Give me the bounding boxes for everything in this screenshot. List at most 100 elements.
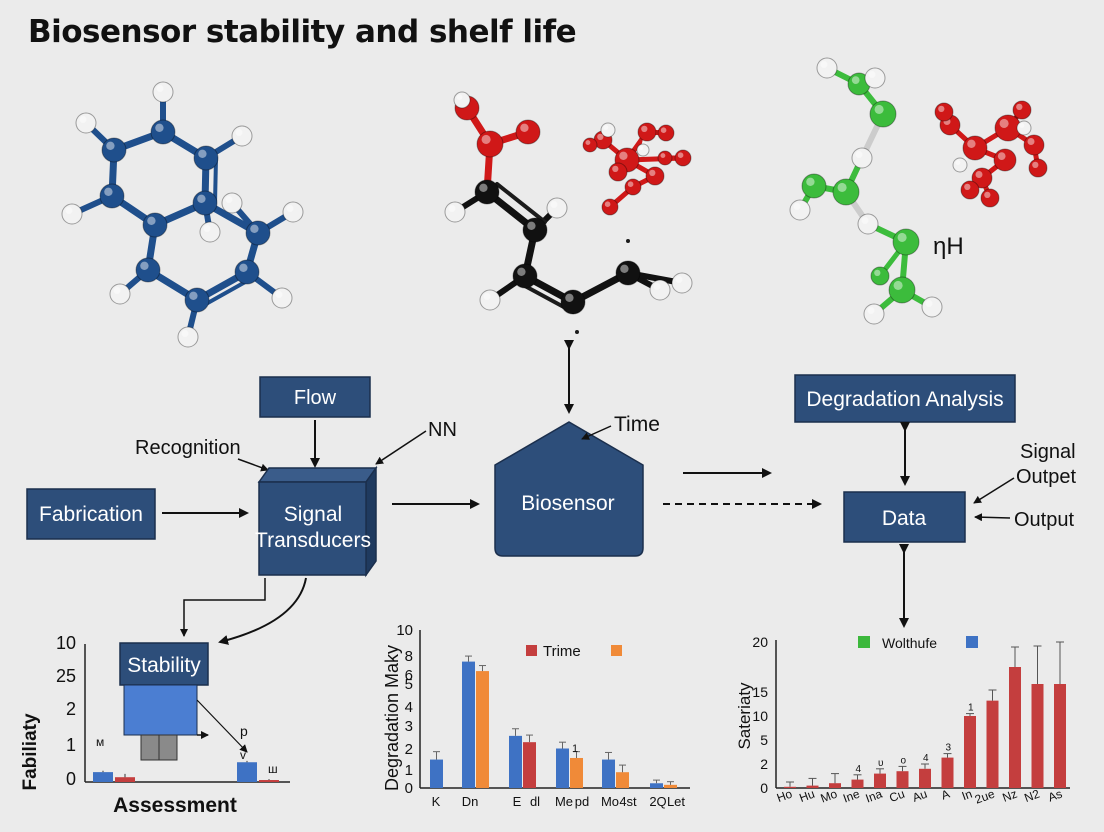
blue-molecule-atom-highlight [155,123,164,132]
biosensor-box-label: Biosensor [521,492,614,515]
green-molecule-atom [789,199,811,221]
chart2-x-tick-label-second: pd [575,794,589,809]
blue-molecule-atom-highlight [189,291,198,300]
chart2-y-tick-label: 1 [405,762,413,779]
chart2-y-axis-label: Degradation Maky [382,645,402,791]
red-cluster-right-molecule-atom [993,148,1017,172]
red-cluster-right-molecule-atom-highlight [967,139,976,148]
chart3-x-tick-label: Ina [864,787,885,806]
red-cluster-molecule-atom-highlight [649,169,656,177]
green-molecule-atom [888,276,916,304]
green-molecule-atom [892,228,920,256]
blue-molecule-atom [234,259,260,285]
green-molecule-atom-highlight [820,61,828,68]
center-molecule-atom-highlight [520,123,529,132]
page-title: Biosensor stability and shelf life [28,14,577,50]
chart3-bar [1009,667,1021,788]
red-cluster-molecule-atom [645,166,665,186]
chart3-bar [806,785,819,788]
red-cluster-molecule-atom-highlight [585,140,591,145]
flow-box[interactable]: Flow [259,376,371,418]
center-molecule-atom-highlight [550,201,558,208]
red-cluster-right-molecule-atom-highlight [997,152,1006,160]
blue-molecule-atom-highlight [113,287,121,294]
chart2-x-tick-label: K [432,794,441,809]
red-cluster-molecule-atom-highlight [660,127,667,133]
chart1-bar [115,777,135,782]
chart3-bar [874,773,886,788]
stability-leg-left [140,734,160,761]
red-cluster-molecule-atom [637,122,657,142]
chart2-bar-annotation: 1 [572,743,578,755]
biosensor-box[interactable]: Biosensor [494,421,644,557]
green-molecule-atom-highlight [793,203,801,210]
center-molecule-atom [649,279,671,301]
degradation-analysis-box[interactable]: Degradation Analysis [794,374,1016,423]
blue-molecule-atom [199,221,221,243]
chart1-y-tick-label: 2 [66,699,76,719]
center-molecule-atom-highlight [565,293,574,302]
chart3-x-tick-label: In [960,787,974,804]
chart1-y-tick-label: 25 [56,666,76,686]
nn-arrow [375,430,427,465]
green-molecule-atom [864,67,886,89]
fabrication-box[interactable]: Fabrication [26,488,156,540]
red-cluster-right-molecule-atom-highlight [964,183,971,191]
chart2-x-tick-label: Mo [601,794,619,809]
chart2-bar [664,784,677,788]
blue-molecule-atom-highlight [156,85,164,92]
chart2-x-tick-label: Me [555,794,573,809]
chart1-bar [93,772,113,782]
red-cluster-right-molecule-atom-highlight [955,160,961,165]
chart3-y-tick-label: 20 [752,634,768,650]
chart3-bar [829,783,841,788]
stability-box[interactable]: Stability [119,642,209,686]
blue-molecule-atom-highlight [147,216,156,225]
red-cluster-molecule-atom [657,124,675,142]
blue-molecule-atom [152,81,174,103]
red-cluster-right-molecule-atom [962,135,988,161]
center-molecule-atom-highlight [675,276,683,283]
red-cluster-molecule-atom [608,162,628,182]
chart2-y-tick-label: 4 [405,699,413,716]
chart3-bar-annotation: 4 [923,753,929,764]
blue-molecule-atom-highlight [235,129,243,136]
green-molecule-atom-highlight [861,217,869,224]
chart3-x-tick-label: Hu [797,787,816,805]
center-molecule-atom [479,289,501,311]
chart1-bar [259,780,279,782]
chart3-y-tick-label: 2 [760,756,768,772]
signal-transducers-box[interactable]: Signal Transducers [255,465,378,578]
red-cluster-molecule-atom-highlight [597,133,604,141]
blue-molecule-atom-highlight [104,187,113,196]
data-box[interactable]: Data [843,491,966,543]
chart3-x-tick-label: A [939,787,951,803]
red-cluster-molecule-atom-highlight [641,125,648,132]
green-molecule-atom-highlight [867,307,875,314]
blue-molecule-atom-highlight [225,196,233,203]
blue-molecule-atom-highlight [79,116,87,123]
chart3-bar [964,716,976,788]
red-cluster-right-molecule-atom [971,167,993,189]
center-molecule-atom-highlight [483,293,491,300]
red-cluster-molecule-atom-highlight [604,201,611,207]
chart3-bar-annotation: υ [878,758,883,769]
red-cluster-right-molecule-atom [960,180,980,200]
signal-outpet-line1: Signal [1020,441,1076,463]
transducer-label-line2: Transducers [255,529,371,552]
chart2-legend-swatch-red [526,645,537,656]
blue-molecule-atom [99,183,125,209]
red-cluster-molecule-atom [636,143,650,157]
chart2-bar [462,661,475,788]
blue-molecule-atom-highlight [197,194,206,203]
chart2-y-tick-label: 5 [405,676,413,693]
center-molecule-atom-highlight [481,134,491,144]
chart1-bar [237,762,257,782]
chart3-bar [896,771,909,788]
red-cluster-right-molecule-atom [952,157,968,173]
red-cluster-molecule-atom-highlight [627,181,634,187]
center-molecule-atom-highlight [527,221,536,230]
center-molecule-atom-highlight [456,94,463,100]
blue-molecule-atom-highlight [286,205,294,212]
